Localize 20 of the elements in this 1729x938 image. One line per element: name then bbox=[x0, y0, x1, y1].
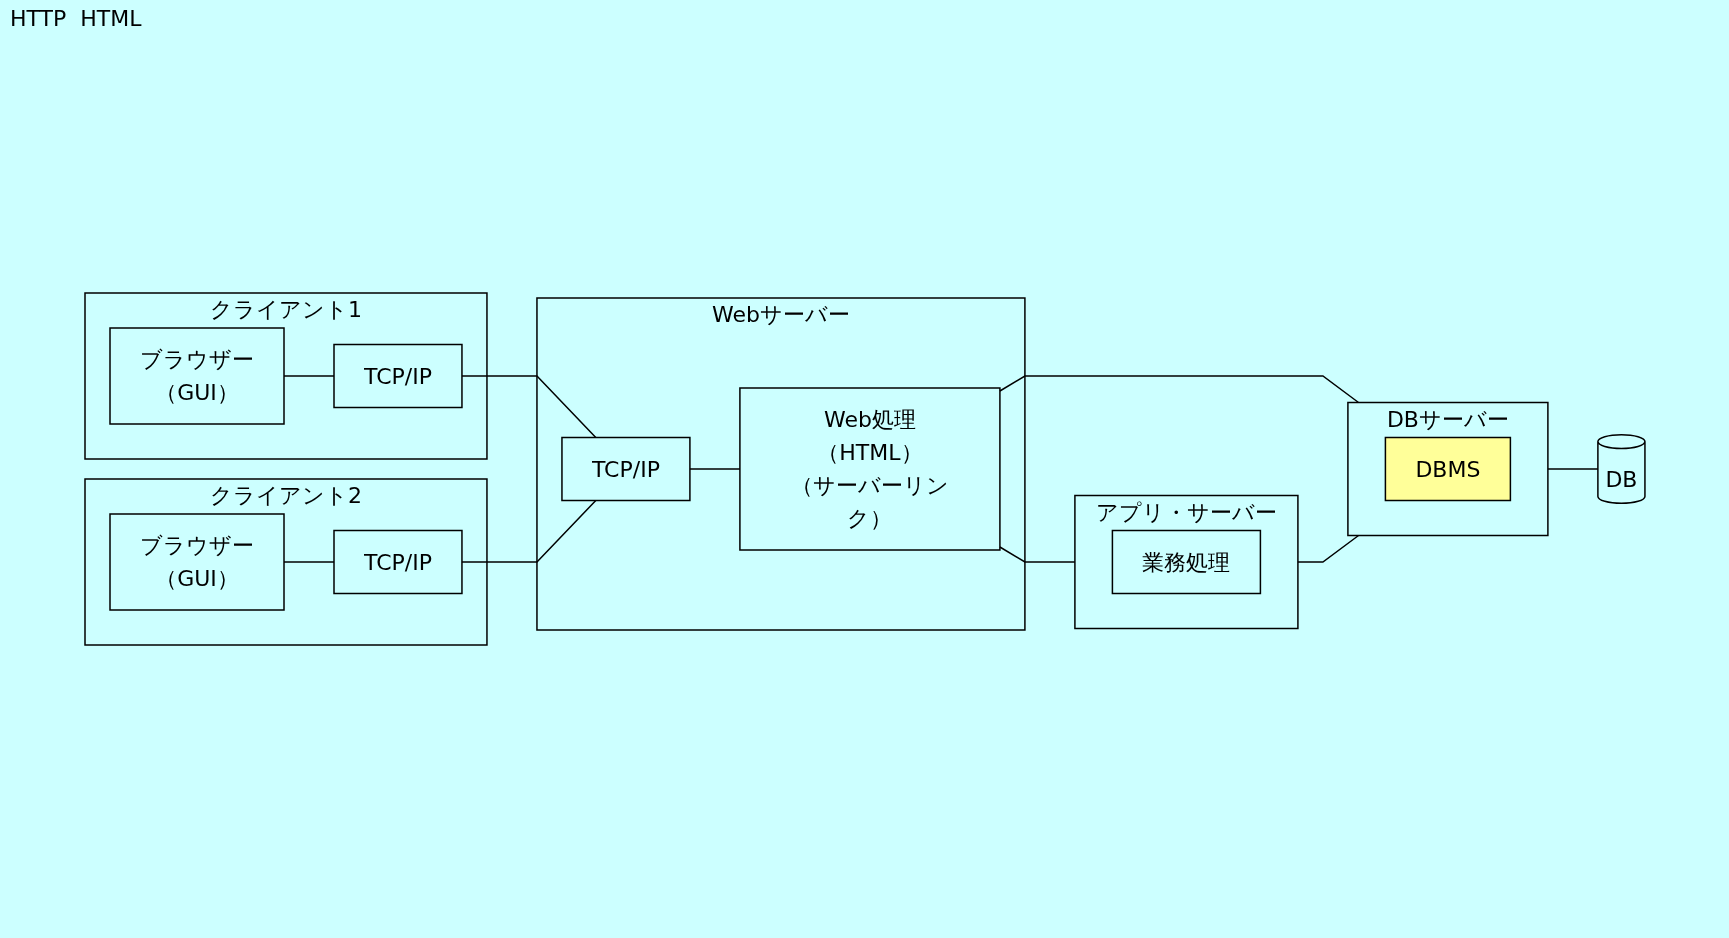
node-box: Web処理 （HTML） （サーバーリンク） bbox=[738, 387, 1001, 551]
connector bbox=[688, 468, 741, 470]
connector bbox=[460, 375, 597, 439]
node-box: TCP/IP bbox=[332, 529, 463, 595]
connector bbox=[282, 561, 335, 563]
connector bbox=[460, 499, 597, 563]
node-box: TCP/IP bbox=[332, 343, 463, 409]
protocol-label: HTTP bbox=[10, 6, 67, 31]
node-text: DB bbox=[1604, 466, 1637, 492]
node-box: TCP/IP bbox=[560, 436, 691, 502]
node-box: DBMS bbox=[1384, 436, 1511, 502]
node-box: ブラウザー （GUI） bbox=[108, 513, 285, 611]
connector bbox=[1296, 534, 1359, 563]
node-box: ブラウザー （GUI） bbox=[108, 327, 285, 425]
node-box: 業務処理 bbox=[1111, 529, 1261, 595]
connector bbox=[998, 375, 1359, 404]
connector bbox=[998, 546, 1076, 563]
connector bbox=[282, 375, 335, 377]
protocol-label: HTML bbox=[80, 6, 142, 31]
connector bbox=[1546, 468, 1599, 470]
